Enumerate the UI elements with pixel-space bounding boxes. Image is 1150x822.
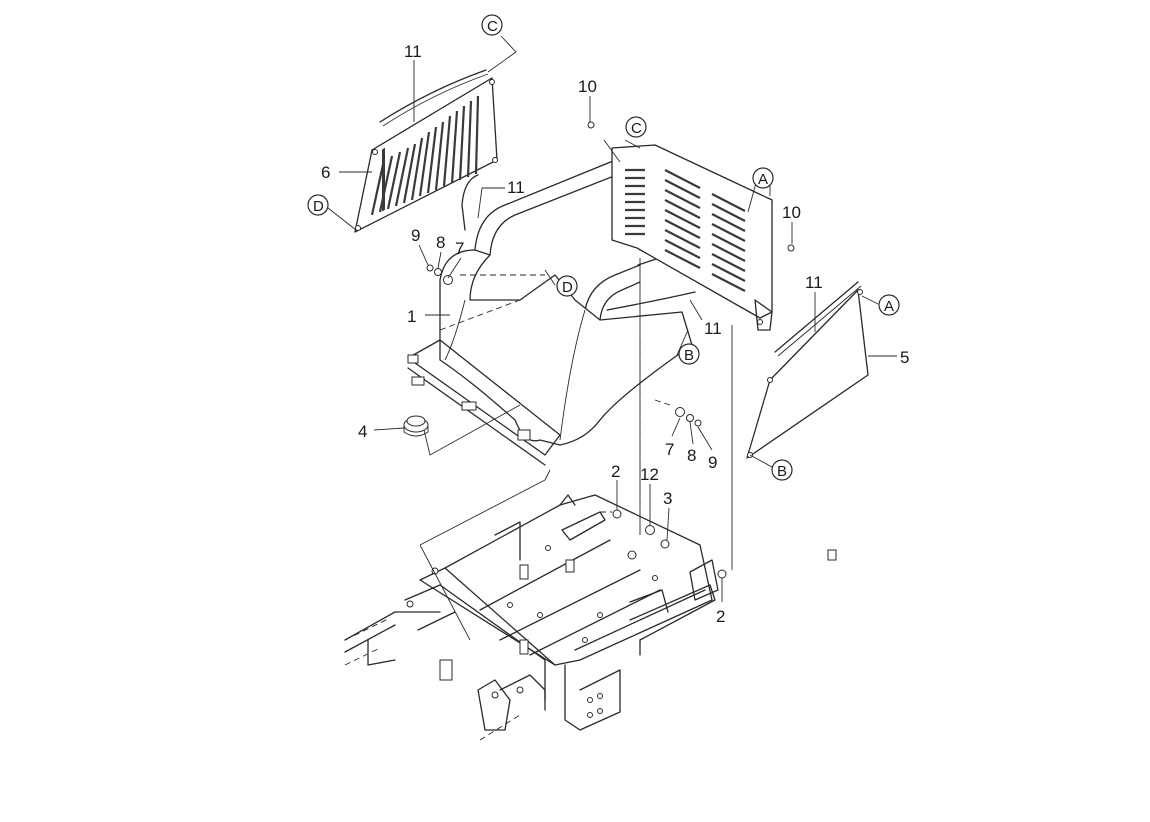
part-label-1: 1	[407, 307, 416, 326]
part-label-6: 6	[321, 163, 330, 182]
part-label-2: 2	[611, 462, 620, 481]
part-label-5: 5	[900, 348, 909, 367]
reference-mark-c: C	[625, 116, 647, 138]
reference-mark-b: B	[771, 459, 793, 481]
fuel-cap	[403, 415, 429, 437]
part-label-12: 12	[640, 465, 659, 484]
left-side-panel	[354, 77, 498, 233]
svg-text:D: D	[313, 198, 324, 215]
part-label-11: 11	[704, 319, 722, 338]
svg-text:D: D	[562, 279, 573, 296]
part-label-9: 9	[411, 226, 420, 245]
part-label-11: 11	[404, 42, 422, 61]
part-label-7: 7	[455, 239, 464, 258]
reference-marks: C C D D A A B B	[307, 14, 900, 481]
part-label-3: 3	[663, 489, 672, 508]
part-label-4: 4	[358, 422, 367, 441]
reference-mark-b: B	[678, 343, 700, 365]
seal-strip-small	[461, 174, 479, 231]
svg-text:C: C	[487, 18, 498, 35]
part-label-2: 2	[716, 607, 725, 626]
part-label-8: 8	[436, 233, 445, 252]
part-number-labels: 11 6 11 10 10 9 8 7 1 11 11 5 4 7 8 9 2 …	[321, 42, 909, 626]
hardware-left-stack	[426, 264, 453, 285]
part-label-8: 8	[687, 446, 696, 465]
bolts-top	[587, 121, 795, 252]
svg-text:B: B	[777, 463, 787, 480]
hardware-right-stack	[675, 407, 702, 427]
part-label-9: 9	[708, 453, 717, 472]
svg-text:A: A	[758, 171, 768, 188]
svg-text:C: C	[631, 120, 642, 137]
reference-mark-d: D	[556, 275, 578, 297]
assembly-lines	[419, 258, 733, 641]
reference-mark-d: D	[307, 194, 329, 216]
reference-mark-c: C	[481, 14, 503, 36]
svg-text:A: A	[884, 298, 894, 315]
part-label-10: 10	[578, 77, 597, 96]
hardware-center-stack	[612, 509, 727, 579]
part-label-10: 10	[782, 203, 801, 222]
seal-strip-right	[774, 281, 862, 357]
part-label-11: 11	[507, 178, 525, 197]
seal-strip-left-top	[379, 69, 489, 127]
rear-louvered-panel	[611, 144, 773, 331]
reference-mark-a: A	[878, 294, 900, 316]
leader-lines	[327, 35, 897, 602]
chassis-frame	[344, 494, 837, 741]
part-label-11: 11	[805, 273, 823, 292]
seal-strip-front	[606, 291, 696, 311]
part-label-7: 7	[665, 440, 674, 459]
svg-text:B: B	[684, 347, 694, 364]
reference-mark-a: A	[752, 167, 774, 189]
